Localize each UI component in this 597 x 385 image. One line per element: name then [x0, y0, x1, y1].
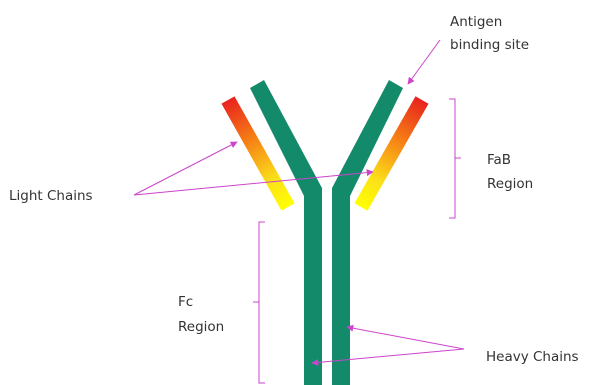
antigen-label-line2: binding site [450, 37, 529, 53]
fab-label-line2: Region [487, 176, 533, 192]
fab-label-line1: FaB [487, 152, 511, 168]
fc-label-line2: Region [178, 319, 224, 335]
light-chains-label: Light Chains [9, 188, 93, 204]
antigen-label-line1: Antigen [450, 14, 502, 30]
heavy-chain-left [250, 80, 322, 385]
fab-bracket [449, 99, 461, 218]
fc-label-line1: Fc [178, 294, 193, 310]
fc-bracket [253, 222, 265, 383]
heavy-chain-right [332, 80, 403, 385]
heavy-chains-arrow-upper [347, 327, 464, 349]
heavy-chains-label: Heavy Chains [486, 349, 579, 365]
antigen-pointer-arrow [408, 40, 440, 84]
